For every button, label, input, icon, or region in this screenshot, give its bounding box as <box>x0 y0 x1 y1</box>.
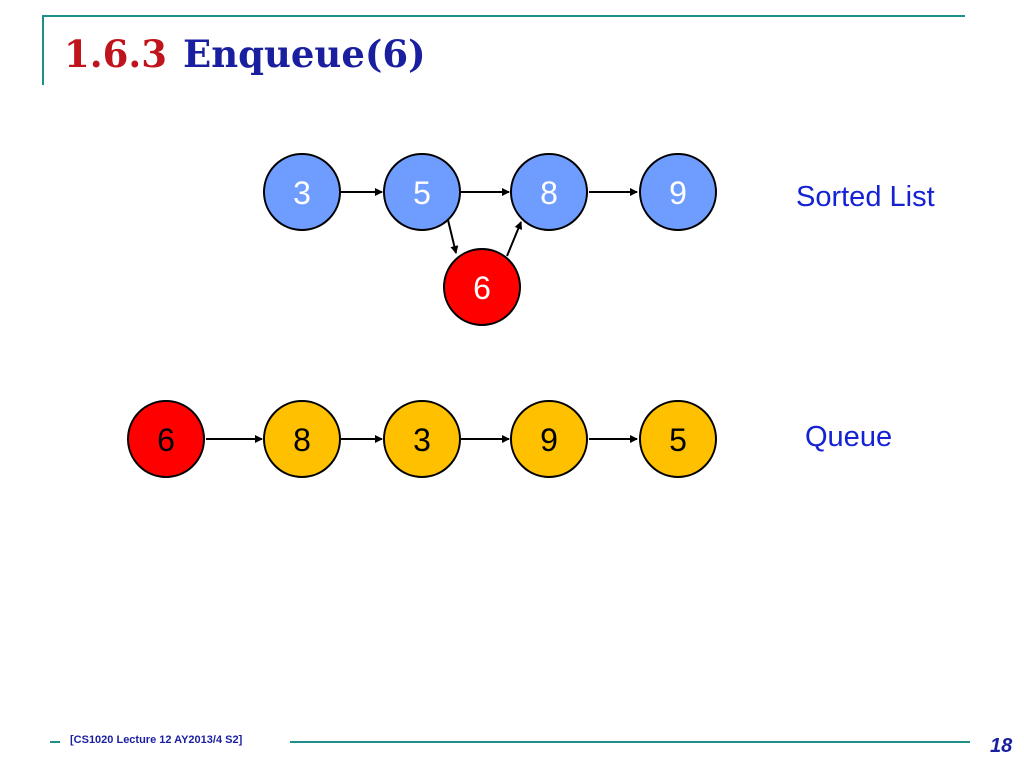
queue-node-9-label: 9 <box>540 422 558 458</box>
arrow-6-to-8 <box>506 221 523 257</box>
list-node-5: 5 <box>383 153 461 231</box>
queue-node-6: 6 <box>127 400 205 478</box>
list-node-8-label: 8 <box>540 175 558 211</box>
sorted-list-label: Sorted List <box>796 181 935 213</box>
queue-node-3: 3 <box>383 400 461 478</box>
title-number: 1.6.3 <box>64 32 167 76</box>
queue-node-6-label: 6 <box>157 422 175 458</box>
queue-node-5: 5 <box>639 400 717 478</box>
list-node-6-inserted: 6 <box>443 248 521 326</box>
list-node-9: 9 <box>639 153 717 231</box>
page-number: 18 <box>990 735 1013 757</box>
queue-label: Queue <box>805 421 893 453</box>
queue-node-9: 9 <box>510 400 588 478</box>
list-node-3-label: 3 <box>293 175 311 211</box>
queue-node-8-label: 8 <box>293 422 311 458</box>
footer-line <box>290 741 970 743</box>
list-node-9-label: 9 <box>669 175 687 211</box>
frame-top-line <box>42 15 965 17</box>
list-node-8: 8 <box>510 153 588 231</box>
list-node-6-label: 6 <box>473 270 491 306</box>
list-node-3: 3 <box>263 153 341 231</box>
frame-left-line <box>42 15 44 85</box>
queue-node-8: 8 <box>263 400 341 478</box>
footer-course-label: [CS1020 Lecture 12 AY2013/4 S2] <box>70 734 243 746</box>
footer-dash <box>50 741 60 743</box>
arrow-5-to-6 <box>447 219 459 254</box>
list-node-5-label: 5 <box>413 175 431 211</box>
title-text: Enqueue(6) <box>183 32 426 76</box>
queue-node-3-label: 3 <box>413 422 431 458</box>
queue-node-5-label: 5 <box>669 422 687 458</box>
